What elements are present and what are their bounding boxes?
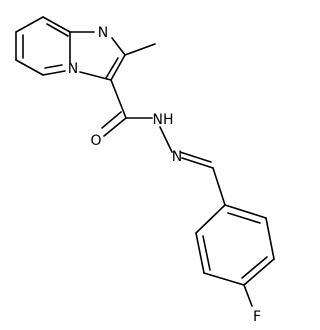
imidazole-ring xyxy=(69,31,126,81)
fluorophenyl-ring xyxy=(195,204,275,286)
amide-nh-label: NH xyxy=(153,112,174,128)
ring-nitrogen-label: N xyxy=(98,25,108,41)
molecule-structure: N N O NH N F xyxy=(15,16,275,325)
hydrazone-linkage xyxy=(159,126,226,206)
carbon-fluorine-bond xyxy=(243,284,253,307)
fluorine-label: F xyxy=(253,309,261,325)
imine-nitrogen-label: N xyxy=(172,149,182,165)
carbonyl-oxygen-label: O xyxy=(90,133,101,149)
bridgehead-nitrogen-label: N xyxy=(68,61,78,77)
pyridine-ring xyxy=(15,16,71,76)
methyl-bond xyxy=(124,43,156,56)
carboxamide-group xyxy=(101,79,153,137)
